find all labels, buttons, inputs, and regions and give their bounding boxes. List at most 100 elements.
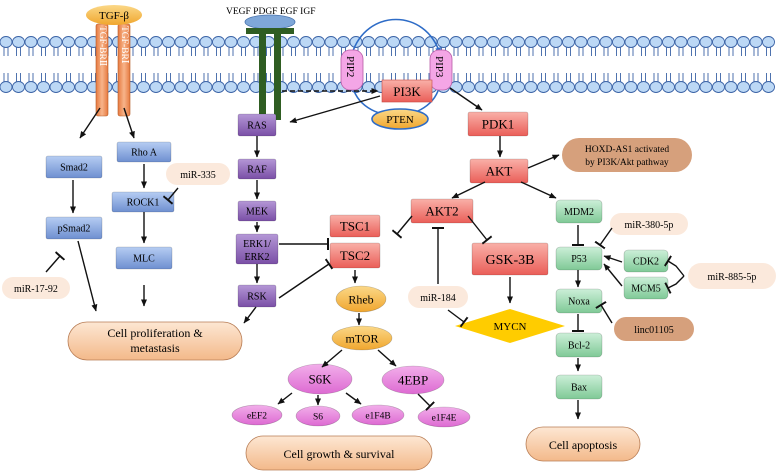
akt2-node: AKT2 — [410, 198, 474, 224]
rheb-label: Rheb — [348, 292, 373, 306]
inhibit-linc01105-noxa — [595, 301, 613, 324]
pten-label: PTEN — [386, 114, 414, 126]
pip-cycle-arc-top — [351, 18, 441, 55]
erk-node: ERK1/ERK2 — [235, 233, 279, 265]
mir335-pill: miR-335 — [166, 163, 230, 185]
mek-node: MEK — [237, 200, 277, 222]
rsk-label: RSK — [247, 292, 267, 303]
e1f4e-node: e1F4E — [417, 406, 471, 428]
s6-node: S6 — [295, 405, 341, 427]
p53-node: P53 — [555, 246, 603, 271]
tsc1-node: TSC1 — [329, 214, 381, 238]
mcm5-label: MCM5 — [631, 284, 660, 295]
akt2-label: AKT2 — [425, 204, 458, 219]
rock1-label: ROCK1 — [127, 198, 160, 209]
bcl2-label: Bcl-2 — [568, 341, 590, 352]
mir8855p-pill: miR-885-5p — [688, 263, 776, 289]
pdk1-label: PDK1 — [482, 117, 515, 132]
rtk-receptor — [244, 14, 296, 120]
tgfb-receptor: TGF-BRⅡ TGF-BRⅠ — [95, 23, 131, 117]
rhoa-node: Rho A — [116, 141, 172, 163]
outcome-apoptosis: Cell apoptosis — [525, 426, 641, 462]
erk2-label: ERK2 — [245, 252, 270, 263]
4ebp-node: 4EBP — [381, 365, 445, 395]
mir3805p-label: miR-380-5p — [625, 220, 674, 231]
edge-s6k-e1f4b — [345, 392, 362, 405]
inhibit-mir8855p-cdk2 — [663, 255, 685, 277]
tgfbr2-label: TGF-BRⅡ — [97, 26, 107, 66]
raf-node: RAF — [237, 158, 277, 180]
inhibit-akt2-gsk3b — [467, 215, 493, 245]
outcome-growth: Cell growth & survival — [245, 435, 433, 471]
mycn-node: MYCN — [455, 309, 565, 343]
inhibit-mir184-mycn — [447, 309, 469, 328]
inhibit-mir8855p-mcm5 — [664, 275, 685, 294]
proliferation-line2: metastasis — [130, 341, 180, 355]
pi3k-node: PI3K — [381, 79, 433, 103]
noxa-label: Noxa — [568, 297, 590, 308]
s6k-label: S6K — [308, 372, 332, 387]
mdm2-node: MDM2 — [555, 199, 603, 224]
edge-tgfbr-rhoa — [123, 107, 135, 139]
akt-label: AKT — [486, 164, 513, 179]
hoxd-as1-pill: HOXD-AS1 activated by PI3K/Akt pathway — [562, 138, 692, 172]
cdk2-label: CDK2 — [633, 257, 659, 268]
mir3805p-pill: miR-380-5p — [610, 213, 688, 235]
mdm2-label: MDM2 — [564, 207, 594, 218]
edge-akt-akt2 — [451, 181, 486, 199]
tsc2-node: TSC2 — [329, 242, 381, 269]
edge-psmad2-proliferation — [77, 240, 98, 312]
mir184-pill: miR-184 — [408, 286, 468, 308]
edge-rsk-proliferation — [243, 306, 257, 324]
bcl2-node: Bcl-2 — [555, 332, 603, 358]
e1f4b-node: e1F4B — [351, 404, 405, 426]
rhoa-label: Rho A — [131, 148, 158, 159]
mir1792-label: miR-17-92 — [14, 284, 58, 295]
pten-node: PTEN — [371, 108, 429, 130]
hoxd-line2: by PI3K/Akt pathway — [585, 158, 669, 168]
mir8855p-label: miR-885-5p — [708, 272, 757, 283]
psmad2-node: pSmad2 — [45, 216, 103, 240]
inhibit-mir1792-psmad2 — [45, 251, 66, 273]
edge-mtor-s6k — [321, 349, 343, 368]
e1f4e-label: e1F4E — [432, 413, 457, 423]
edge-pip3-pdk1 — [449, 87, 483, 111]
s6-label: S6 — [313, 412, 323, 422]
edge-s6k-eef2 — [277, 392, 293, 405]
proliferation-line1: Cell proliferation & — [107, 326, 203, 340]
inhibit-mir335-rock1 — [162, 187, 179, 205]
edges — [45, 87, 685, 420]
mek-label: MEK — [246, 207, 269, 218]
mtor-node: mTOR — [331, 325, 393, 351]
p53-label: P53 — [571, 254, 587, 265]
gsk3b-node: GSK-3B — [471, 242, 549, 276]
ras-node: RAS — [237, 113, 277, 137]
edge-pi3k-ras — [289, 95, 381, 124]
rheb-node: Rheb — [335, 285, 387, 313]
pip3-node: PIP3 — [429, 49, 453, 91]
mir184-label: miR-184 — [420, 293, 456, 304]
tsc2-label: TSC2 — [340, 248, 370, 263]
growth-label: Cell growth & survival — [284, 447, 396, 461]
rsk-node: RSK — [237, 284, 277, 308]
outcome-proliferation: Cell proliferation & metastasis — [67, 321, 243, 361]
gsk3b-label: GSK-3B — [485, 253, 534, 268]
mir1792-pill: miR-17-92 — [2, 277, 70, 299]
tgfb-ligand: TGF-β — [86, 5, 142, 25]
pdk1-node: PDK1 — [467, 111, 529, 137]
inhibit-akt2-tsc — [391, 215, 413, 239]
tsc1-label: TSC1 — [340, 219, 370, 234]
linc01105-label: linc01105 — [634, 325, 674, 336]
pip2-node: PIP2 — [340, 49, 364, 91]
4ebp-label: 4EBP — [398, 373, 428, 388]
bax-node: Bax — [555, 374, 603, 400]
tgfb-label: TGF-β — [99, 10, 129, 22]
mir335-label: miR-335 — [180, 170, 216, 181]
inhibit-mir3805p-p53 — [594, 227, 613, 250]
cdk2-node: CDK2 — [623, 249, 669, 273]
pip3-label: PIP3 — [433, 56, 445, 78]
raf-label: RAF — [247, 165, 267, 176]
eef2-label: eEF2 — [247, 411, 267, 421]
hoxd-line1: HOXD-AS1 activated — [585, 145, 669, 155]
